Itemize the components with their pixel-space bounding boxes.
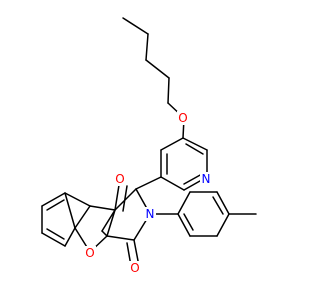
atom-label-text: O [115,172,124,186]
atom-label-n-pyrrole: N [144,207,156,221]
atom-label-text: N [202,172,211,186]
atom-label-text: O [130,261,139,275]
atom-label-text: O [85,246,94,260]
atom-label-text: N [146,207,155,221]
molecule-structure: O O O O N N [41,17,257,275]
atom-label-text: O [178,111,187,125]
bond-skeleton [41,17,257,267]
atom-label-o-carbonyl-bottom: O [129,261,141,275]
atom-label-o-ether: O [177,111,189,125]
atom-label-o-carbonyl-top: O [114,172,126,186]
atom-label-n-pyridine: N [200,172,212,186]
atom-label-o-ring: O [84,246,96,260]
